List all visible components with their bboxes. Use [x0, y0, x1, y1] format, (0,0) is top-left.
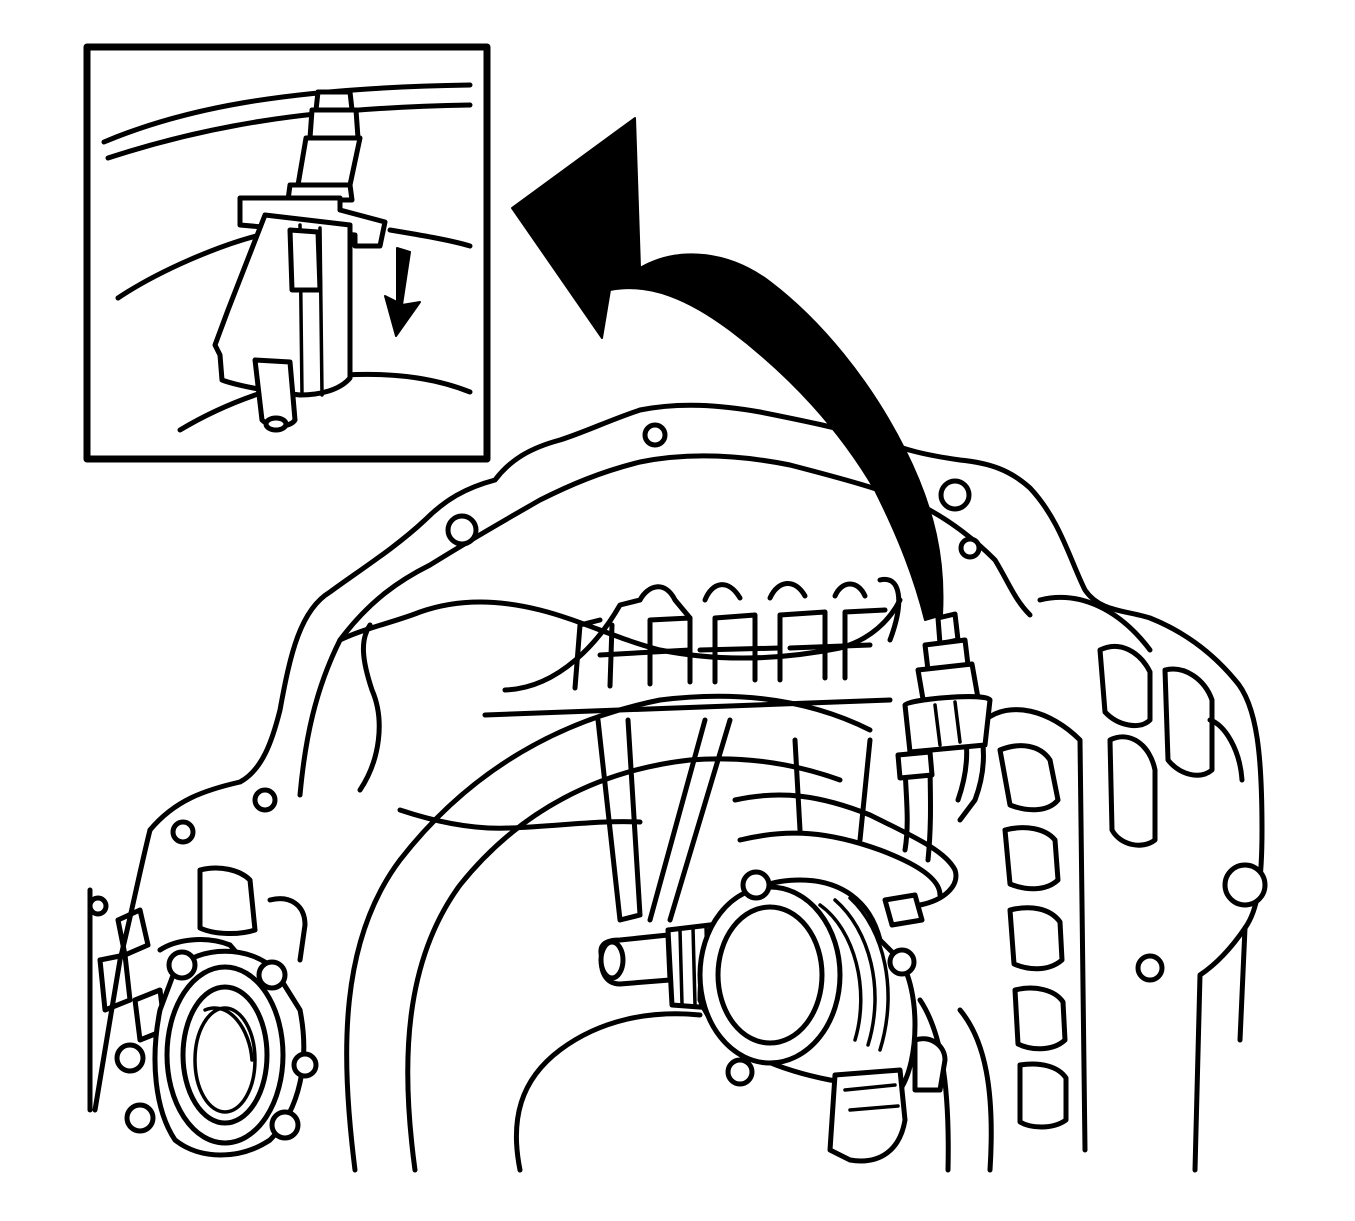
inset-bleeder-connector	[212, 89, 388, 433]
down-arrow-icon	[384, 247, 421, 337]
transmission-clutch-housing	[87, 402, 1268, 1173]
housing-rib-pockets-right	[982, 594, 1245, 1153]
housing-top-ribs	[482, 576, 902, 923]
seal-mounting-bolts	[114, 949, 319, 1141]
bleeder-connector	[895, 611, 993, 781]
flange-bolt-holes	[87, 422, 1268, 983]
output-seal	[114, 948, 319, 1158]
curved-arrow-callout	[511, 117, 944, 621]
concentric-slave-cylinder	[697, 869, 948, 1164]
detail-magnifier-inset	[83, 43, 491, 463]
